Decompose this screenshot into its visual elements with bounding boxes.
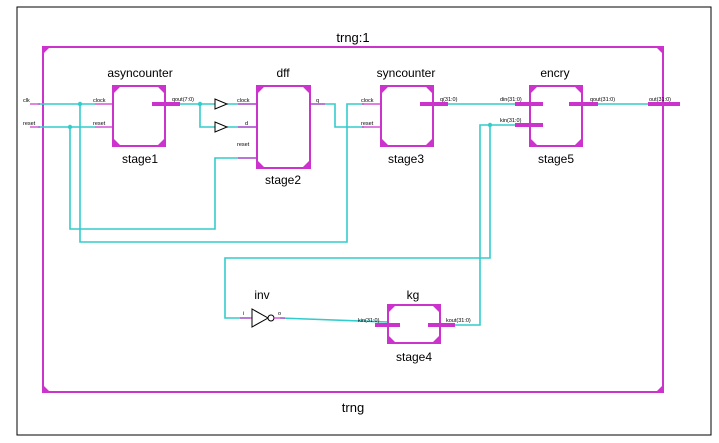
junction-reset	[67, 124, 73, 130]
encry-pin-din: din(31:0)	[500, 97, 522, 103]
dff-body[interactable]	[256, 85, 311, 169]
inv-title: inv	[254, 288, 269, 302]
block-kg[interactable]: kg kin(31:0) kout(31:0) stage4	[358, 288, 471, 364]
junction-kin	[487, 122, 493, 128]
junction-qout	[197, 101, 203, 107]
port-clk[interactable]: clk	[23, 98, 40, 105]
asyncounter-title: asyncounter	[107, 66, 172, 80]
encry-instance: stage5	[538, 152, 574, 166]
port-out[interactable]: out(31:0)	[648, 97, 680, 106]
block-asyncounter[interactable]: asyncounter clock reset qout(7:0) stage1	[93, 66, 194, 166]
kg-pin-out: kout(31:0)	[446, 318, 471, 324]
gate-inv[interactable]: inv i o	[240, 288, 285, 328]
dff-title: dff	[276, 66, 290, 80]
dff-pin-d: d	[245, 121, 248, 127]
block-encry[interactable]: encry din(31:0) kin(31:0) qout(31:0) sta…	[500, 66, 615, 166]
dff-pin-q: q	[316, 98, 319, 104]
port-out-label: out(31:0)	[649, 97, 671, 103]
asyncounter-pin-reset: reset	[93, 121, 106, 127]
encry-pin-kin: kin(31:0)	[500, 118, 522, 124]
kg-instance: stage4	[396, 350, 432, 364]
kg-pin-in: kin(31:0)	[358, 318, 380, 324]
border-corner-bl	[43, 385, 50, 392]
inv-pin-i: i	[243, 311, 244, 317]
wire-reset-branch-dff[interactable]	[69, 127, 257, 230]
wire-inv-in[interactable]	[224, 125, 491, 319]
dff-instance: stage2	[265, 173, 301, 187]
sheet-frame	[16, 6, 712, 436]
dff-pin-reset: reset	[237, 142, 250, 148]
block-syncounter[interactable]: syncounter clock reset q(31:0) stage3	[361, 66, 458, 166]
asyncounter-pin-out: qout(7:0)	[172, 97, 194, 103]
junction-clk	[77, 101, 83, 107]
module-name: trng	[342, 400, 364, 415]
asyncounter-body[interactable]	[112, 85, 166, 147]
inv-pin-o: o	[278, 311, 281, 317]
kg-title: kg	[407, 288, 420, 302]
syncounter-title: syncounter	[377, 66, 436, 80]
buffer-2[interactable]	[214, 121, 229, 133]
block-dff[interactable]: dff clock d reset q stage2	[237, 66, 325, 187]
trng-module-border[interactable]	[42, 46, 664, 393]
border-corner-tl	[43, 47, 50, 54]
dff-pin-clock: clock	[237, 98, 250, 104]
border-corner-br	[656, 385, 663, 392]
buffer-1[interactable]	[214, 98, 229, 110]
port-reset[interactable]: reset	[23, 121, 40, 128]
wire-clk-branch[interactable]	[79, 103, 364, 243]
syncounter-body[interactable]	[380, 85, 434, 147]
syncounter-pin-out: q(31:0)	[440, 97, 458, 103]
wire-qout-split[interactable]	[199, 104, 215, 128]
asyncounter-pin-clock: clock	[93, 98, 106, 104]
port-reset-label: reset	[23, 121, 36, 127]
asyncounter-instance: stage1	[122, 152, 158, 166]
wire-kg-out[interactable]	[455, 124, 515, 326]
port-clk-label: clk	[23, 98, 30, 104]
wire-inv-out[interactable]	[279, 317, 389, 323]
encry-body[interactable]	[529, 85, 583, 147]
encry-pin-out: qout(31:0)	[590, 97, 615, 103]
syncounter-instance: stage3	[388, 152, 424, 166]
syncounter-pin-reset: reset	[361, 121, 374, 127]
encry-title: encry	[540, 66, 569, 80]
syncounter-pin-clock: clock	[361, 98, 374, 104]
border-corner-tr	[656, 47, 663, 54]
module-title: trng:1	[336, 30, 369, 45]
